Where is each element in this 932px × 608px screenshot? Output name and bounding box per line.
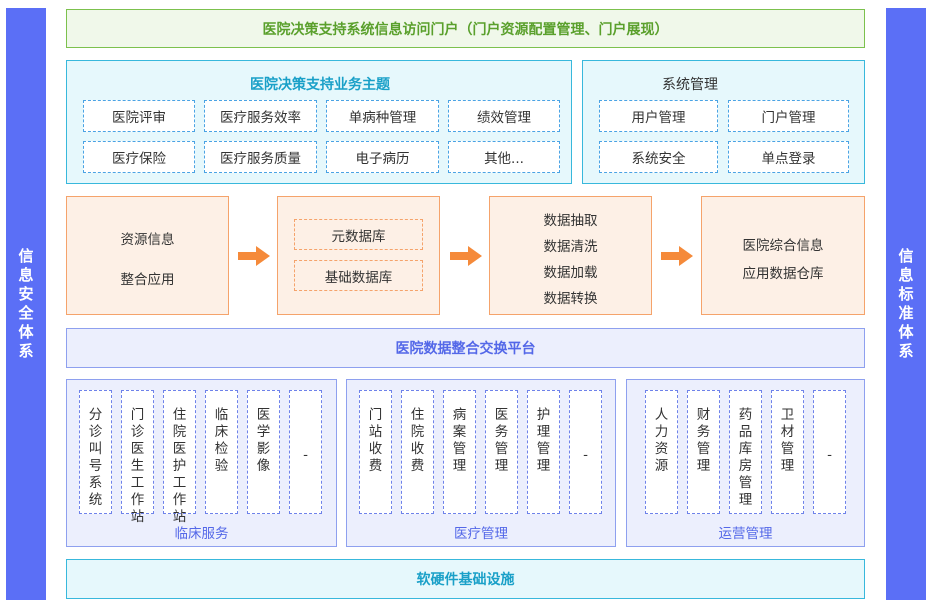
clinical-services-title: 临床服务 — [174, 526, 229, 542]
system-item: 门户管理 — [728, 100, 849, 132]
data-load-text: 数据加载 — [543, 265, 598, 281]
business-topic-item: 医院评审 — [83, 100, 195, 132]
business-topics-panel: 医院决策支持业务主题 医院评审 医疗服务效率 单病种管理 绩效管理 医疗保险 医… — [66, 60, 572, 184]
subsystem-box: 住院收费 — [401, 390, 434, 514]
subsystem-box: - — [289, 390, 322, 514]
database-box: 元数据库 基础数据库 — [277, 196, 440, 315]
resource-info-text: 资源信息 — [120, 232, 175, 248]
business-topic-item: 绩效管理 — [448, 100, 560, 132]
subsystem-box: 卫材管理 — [771, 390, 804, 514]
subsystem-box: 分诊叫号系统 — [79, 390, 112, 514]
subsystem-box: 病案管理 — [443, 390, 476, 514]
medical-management-panel: 门站收费 住院收费 病案管理 医务管理 护理管理 - 医疗管理 — [346, 379, 616, 547]
data-extract-text: 数据抽取 — [543, 213, 598, 229]
operation-management-title: 运营管理 — [718, 526, 773, 542]
data-processing-box: 数据抽取 数据清洗 数据加载 数据转换 — [489, 196, 652, 315]
data-clean-text: 数据清洗 — [543, 239, 598, 255]
subsystem-box: 护理管理 — [527, 390, 560, 514]
business-topic-item: 医疗保险 — [83, 141, 195, 173]
subsystem-box: - — [813, 390, 846, 514]
flow-arrow-icon — [450, 246, 482, 266]
infrastructure-bar: 软硬件基础设施 — [66, 559, 865, 599]
business-topic-item: 单病种管理 — [326, 100, 439, 132]
business-topic-item: 其他... — [448, 141, 560, 173]
system-item: 用户管理 — [599, 100, 718, 132]
standard-system-bar: 信息标准体系 — [886, 8, 926, 600]
system-item: 系统安全 — [599, 141, 718, 173]
flow-arrow-icon — [661, 246, 693, 266]
resource-integration-box: 资源信息 整合应用 — [66, 196, 229, 315]
subsystem-box: 住院医护工作站 — [163, 390, 196, 525]
subsystem-box: 门诊医生工作站 — [121, 390, 154, 525]
business-topic-item: 电子病历 — [326, 141, 439, 173]
business-topic-item: 医疗服务效率 — [204, 100, 317, 132]
hospital-info-text: 医院综合信息 — [742, 238, 824, 254]
business-topics-title: 医院决策支持业务主题 — [250, 77, 390, 93]
access-portal: 医院决策支持系统信息访问门户（门户资源配置管理、门户展现） — [66, 9, 865, 48]
subsystem-box: 临床检验 — [205, 390, 238, 514]
business-topic-item: 医疗服务质量 — [204, 141, 317, 173]
subsystem-box: 医务管理 — [485, 390, 518, 514]
app-warehouse-text: 应用数据仓库 — [742, 266, 824, 282]
subsystem-box: 财务管理 — [687, 390, 720, 514]
security-system-bar: 信息安全体系 — [6, 8, 46, 600]
system-management-title: 系统管理 — [662, 77, 718, 93]
clinical-services-panel: 分诊叫号系统 门诊医生工作站 住院医护工作站 临床检验 医学影像 - 临床服务 — [66, 379, 337, 547]
subsystem-box: - — [569, 390, 602, 514]
standard-system-label: 信息标准体系 — [898, 247, 914, 360]
system-item: 单点登录 — [728, 141, 849, 173]
subsystem-box: 人力资源 — [645, 390, 678, 514]
operation-management-panel: 人力资源 财务管理 药品库房管理 卫材管理 - 运营管理 — [626, 379, 865, 547]
subsystem-box: 医学影像 — [247, 390, 280, 514]
base-db: 基础数据库 — [294, 260, 423, 291]
data-transform-text: 数据转换 — [543, 291, 598, 307]
medical-management-title: 医疗管理 — [454, 526, 508, 542]
data-exchange-platform: 医院数据整合交换平台 — [66, 328, 865, 368]
subsystem-box: 门站收费 — [359, 390, 392, 514]
integration-app-text: 整合应用 — [120, 272, 175, 288]
system-management-panel: 系统管理 用户管理 门户管理 系统安全 单点登录 — [582, 60, 865, 184]
data-warehouse-box: 医院综合信息 应用数据仓库 — [701, 196, 865, 315]
subsystem-box: 药品库房管理 — [729, 390, 762, 514]
flow-arrow-icon — [238, 246, 270, 266]
security-system-label: 信息安全体系 — [18, 247, 34, 360]
metadata-db: 元数据库 — [294, 219, 423, 250]
